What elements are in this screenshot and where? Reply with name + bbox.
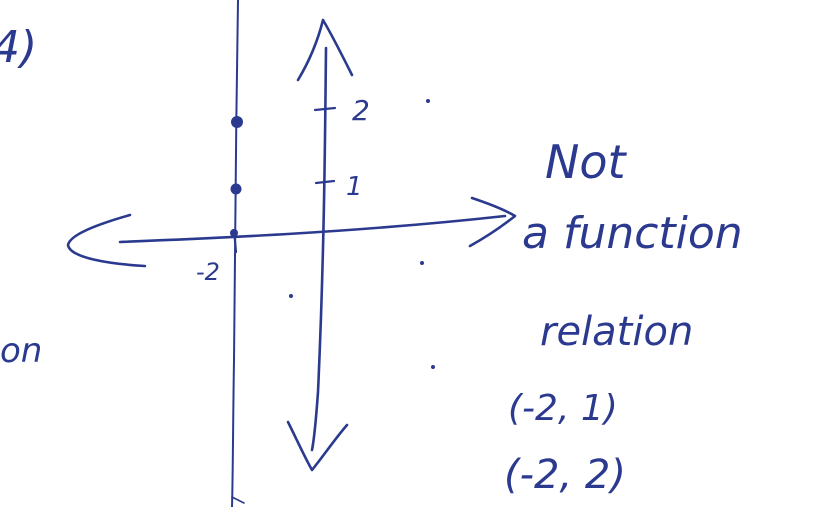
problem-number: 4) <box>0 22 37 73</box>
y-axis-down-arrow <box>286 420 349 472</box>
y-tick-label-1: 1 <box>346 172 363 202</box>
y-axis <box>310 46 328 452</box>
x-tick-label-neg2: -2 <box>196 258 220 286</box>
point-neg2-1 <box>230 183 242 195</box>
y-axis-up-arrow <box>296 18 354 82</box>
stray-dot <box>420 261 424 265</box>
ordered-pair-2: (-2, 2) <box>504 452 626 498</box>
margin-fragment: on <box>0 331 42 371</box>
point-neg2-0 <box>230 229 238 237</box>
x-axis <box>118 214 507 244</box>
stray-dot <box>426 99 430 103</box>
answer-line-not: Not <box>545 135 628 189</box>
y-tick-2 <box>313 106 337 112</box>
stray-dot <box>289 294 293 298</box>
answer-line-function: a function <box>522 208 743 259</box>
margin-line <box>231 0 239 508</box>
y-tick-label-2: 2 <box>352 94 370 127</box>
x-axis-right-arrow <box>468 196 517 248</box>
x-axis-left-arrow <box>66 213 147 268</box>
ordered-pair-1: (-2, 1) <box>508 388 618 429</box>
stray-stroke <box>231 496 245 504</box>
answer-line-relation: relation <box>540 309 693 355</box>
stray-dot <box>431 365 435 369</box>
point-neg2-2 <box>231 116 243 128</box>
y-tick-1 <box>314 179 336 185</box>
